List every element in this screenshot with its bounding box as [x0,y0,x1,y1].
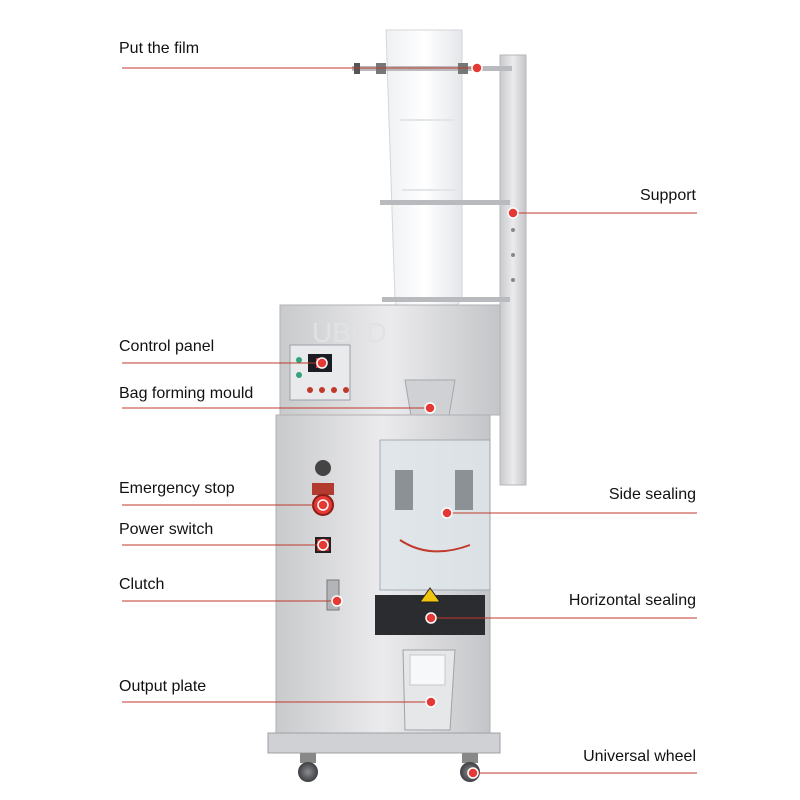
label-put-the-film: Put the film [119,40,200,57]
red-marker-dot-icon [507,207,519,219]
label-output-plate: Output plate [119,678,207,695]
red-marker-dot-icon [331,595,343,607]
label-side-sealing: Side sealing [608,486,696,503]
label-control-panel: Control panel [119,338,215,355]
label-support: Support [639,187,696,204]
marker-dots [316,62,519,779]
support-column [499,54,527,486]
red-marker-dot-icon [317,539,329,551]
red-marker-dot-icon [471,62,483,74]
label-clutch: Clutch [119,576,165,593]
leader-lines [122,67,697,774]
red-marker-dot-icon [316,357,328,369]
base-frame [267,732,501,754]
label-emergency-stop: Emergency stop [119,480,235,497]
lower-cabinet [275,414,491,736]
label-power-switch: Power switch [119,521,214,538]
red-marker-dot-icon [425,696,437,708]
red-marker-dot-icon [467,767,479,779]
label-horizontal-sealing: Horizontal sealing [568,592,696,609]
label-universal-wheel: Universal wheel [583,748,696,765]
label-bag-forming-mould: Bag forming mould [119,385,254,402]
red-marker-dot-icon [317,499,329,511]
red-marker-dot-icon [424,402,436,414]
red-marker-dot-icon [425,612,437,624]
watermark: UBLD [312,317,387,348]
red-marker-dot-icon [441,507,453,519]
upper-housing [279,304,501,416]
film-strip [385,29,463,361]
caster-wheel [298,753,318,782]
